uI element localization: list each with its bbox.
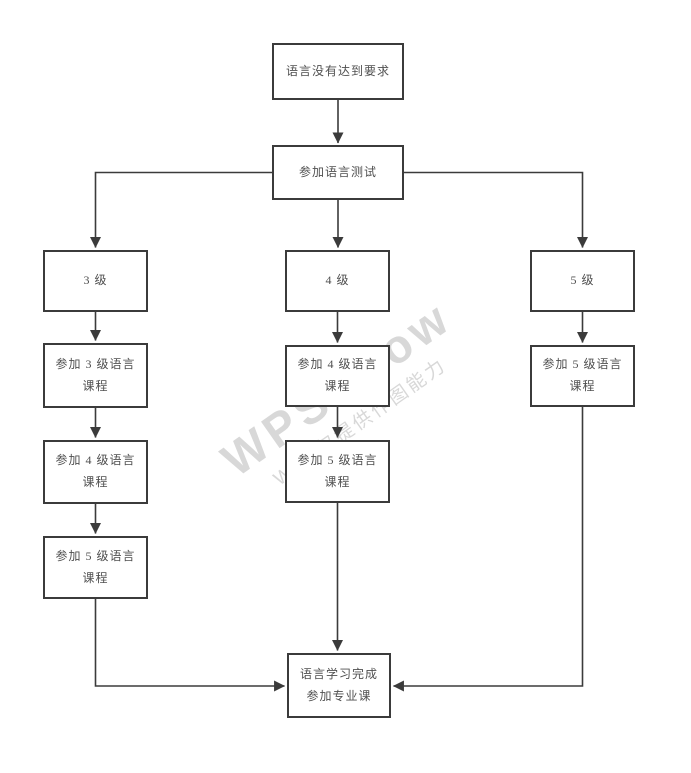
node-start: 语言没有达到要求 (272, 43, 404, 100)
node-left-course-5: 参加 5 级语言 课程 (43, 536, 148, 599)
edge-test-level3 (90, 171, 272, 249)
node-left-course-3: 参加 3 级语言 课程 (43, 343, 148, 408)
edge-test-level5 (404, 171, 588, 249)
node-done: 语言学习完成 参加专业课 (287, 653, 391, 718)
node-left-course-4: 参加 4 级语言 课程 (43, 440, 148, 504)
node-level-3: 3 级 (43, 250, 148, 312)
node-mid-course-4: 参加 4 级语言 课程 (285, 345, 390, 407)
node-level-5: 5 级 (530, 250, 635, 312)
node-right-course-5: 参加 5 级语言 课程 (530, 345, 635, 407)
node-level-4: 4 级 (285, 250, 390, 312)
edge-rightcourse5-done (392, 407, 584, 692)
edge-leftcourse5-done (94, 599, 286, 692)
node-language-test: 参加语言测试 (272, 145, 404, 200)
node-mid-course-5: 参加 5 级语言 课程 (285, 440, 390, 503)
